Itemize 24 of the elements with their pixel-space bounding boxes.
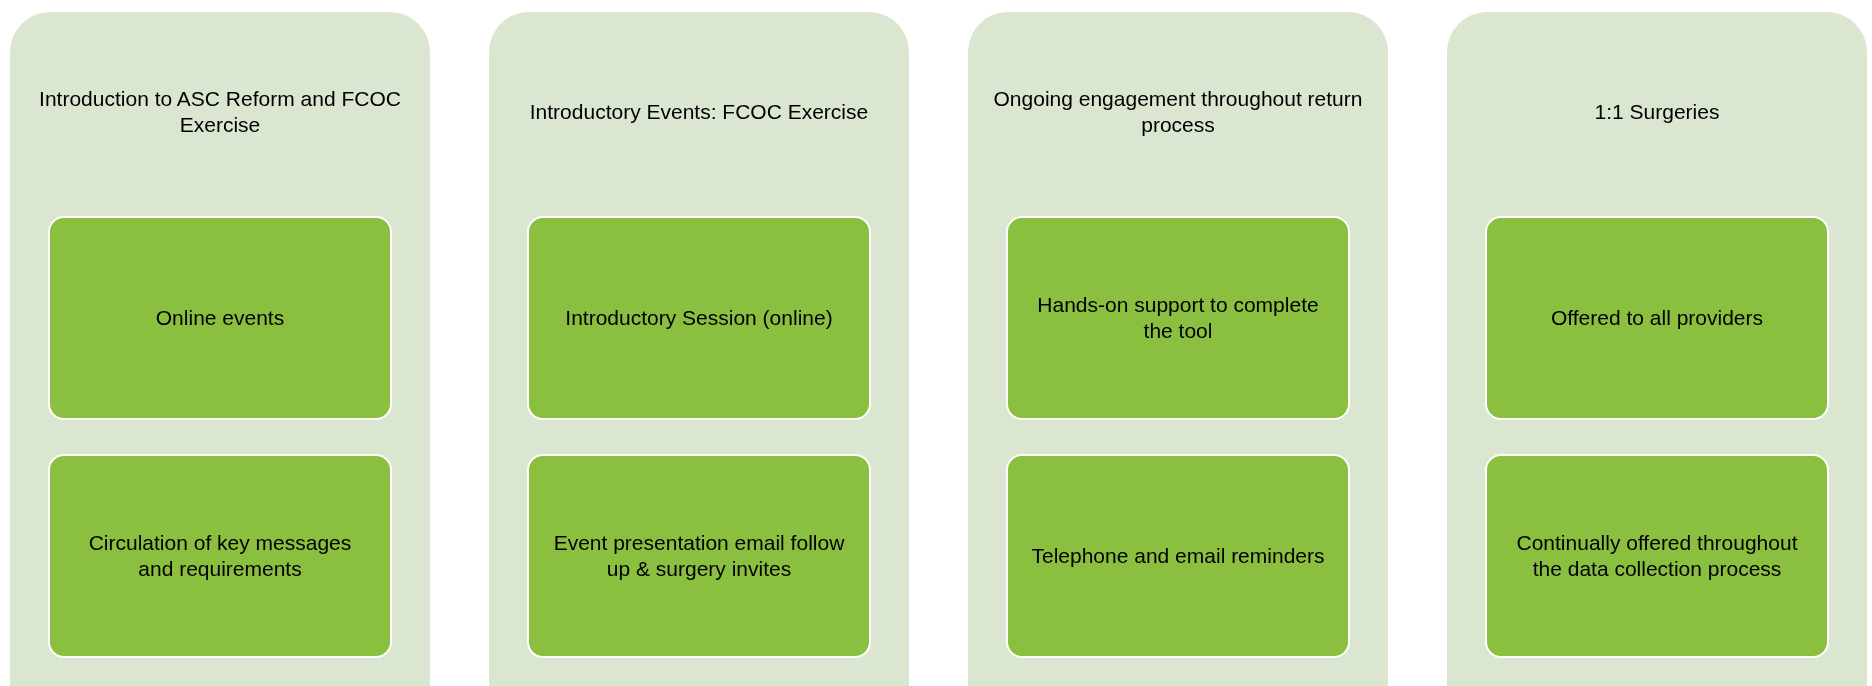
step-text: Online events [155,304,285,331]
step-box [1485,454,1829,658]
step-text: Hands-on support to complete the tool [1036,291,1320,344]
step-box [1006,216,1350,420]
step-box [1006,454,1350,658]
step-box [527,216,871,420]
step-text: Event presentation email follow up & surgery invites [552,529,846,582]
step-text: Introductory Session (online) [565,304,833,331]
step-text: Offered to all providers [1550,304,1764,331]
step-text: Telephone and email reminders [1031,542,1325,569]
panel-heading: Introduction to ASC Reform and FCOC Exercise [38,85,402,138]
step-text: Continually offered throughout the data collection process [1515,529,1799,582]
step-box [48,454,392,658]
step-box [527,454,871,658]
step-text: Circulation of key messages and requirements [87,529,353,582]
panel-heading: Ongoing engagement throughout return process [992,85,1364,138]
step-box [48,216,392,420]
step-box [1485,216,1829,420]
column-panel [968,12,1388,686]
column-panel [10,12,430,686]
panel-heading: Introductory Events: FCOC Exercise [529,98,869,125]
panel-heading: 1:1 Surgeries [1594,98,1720,125]
column-panel [1447,12,1867,686]
column-panel [489,12,909,686]
